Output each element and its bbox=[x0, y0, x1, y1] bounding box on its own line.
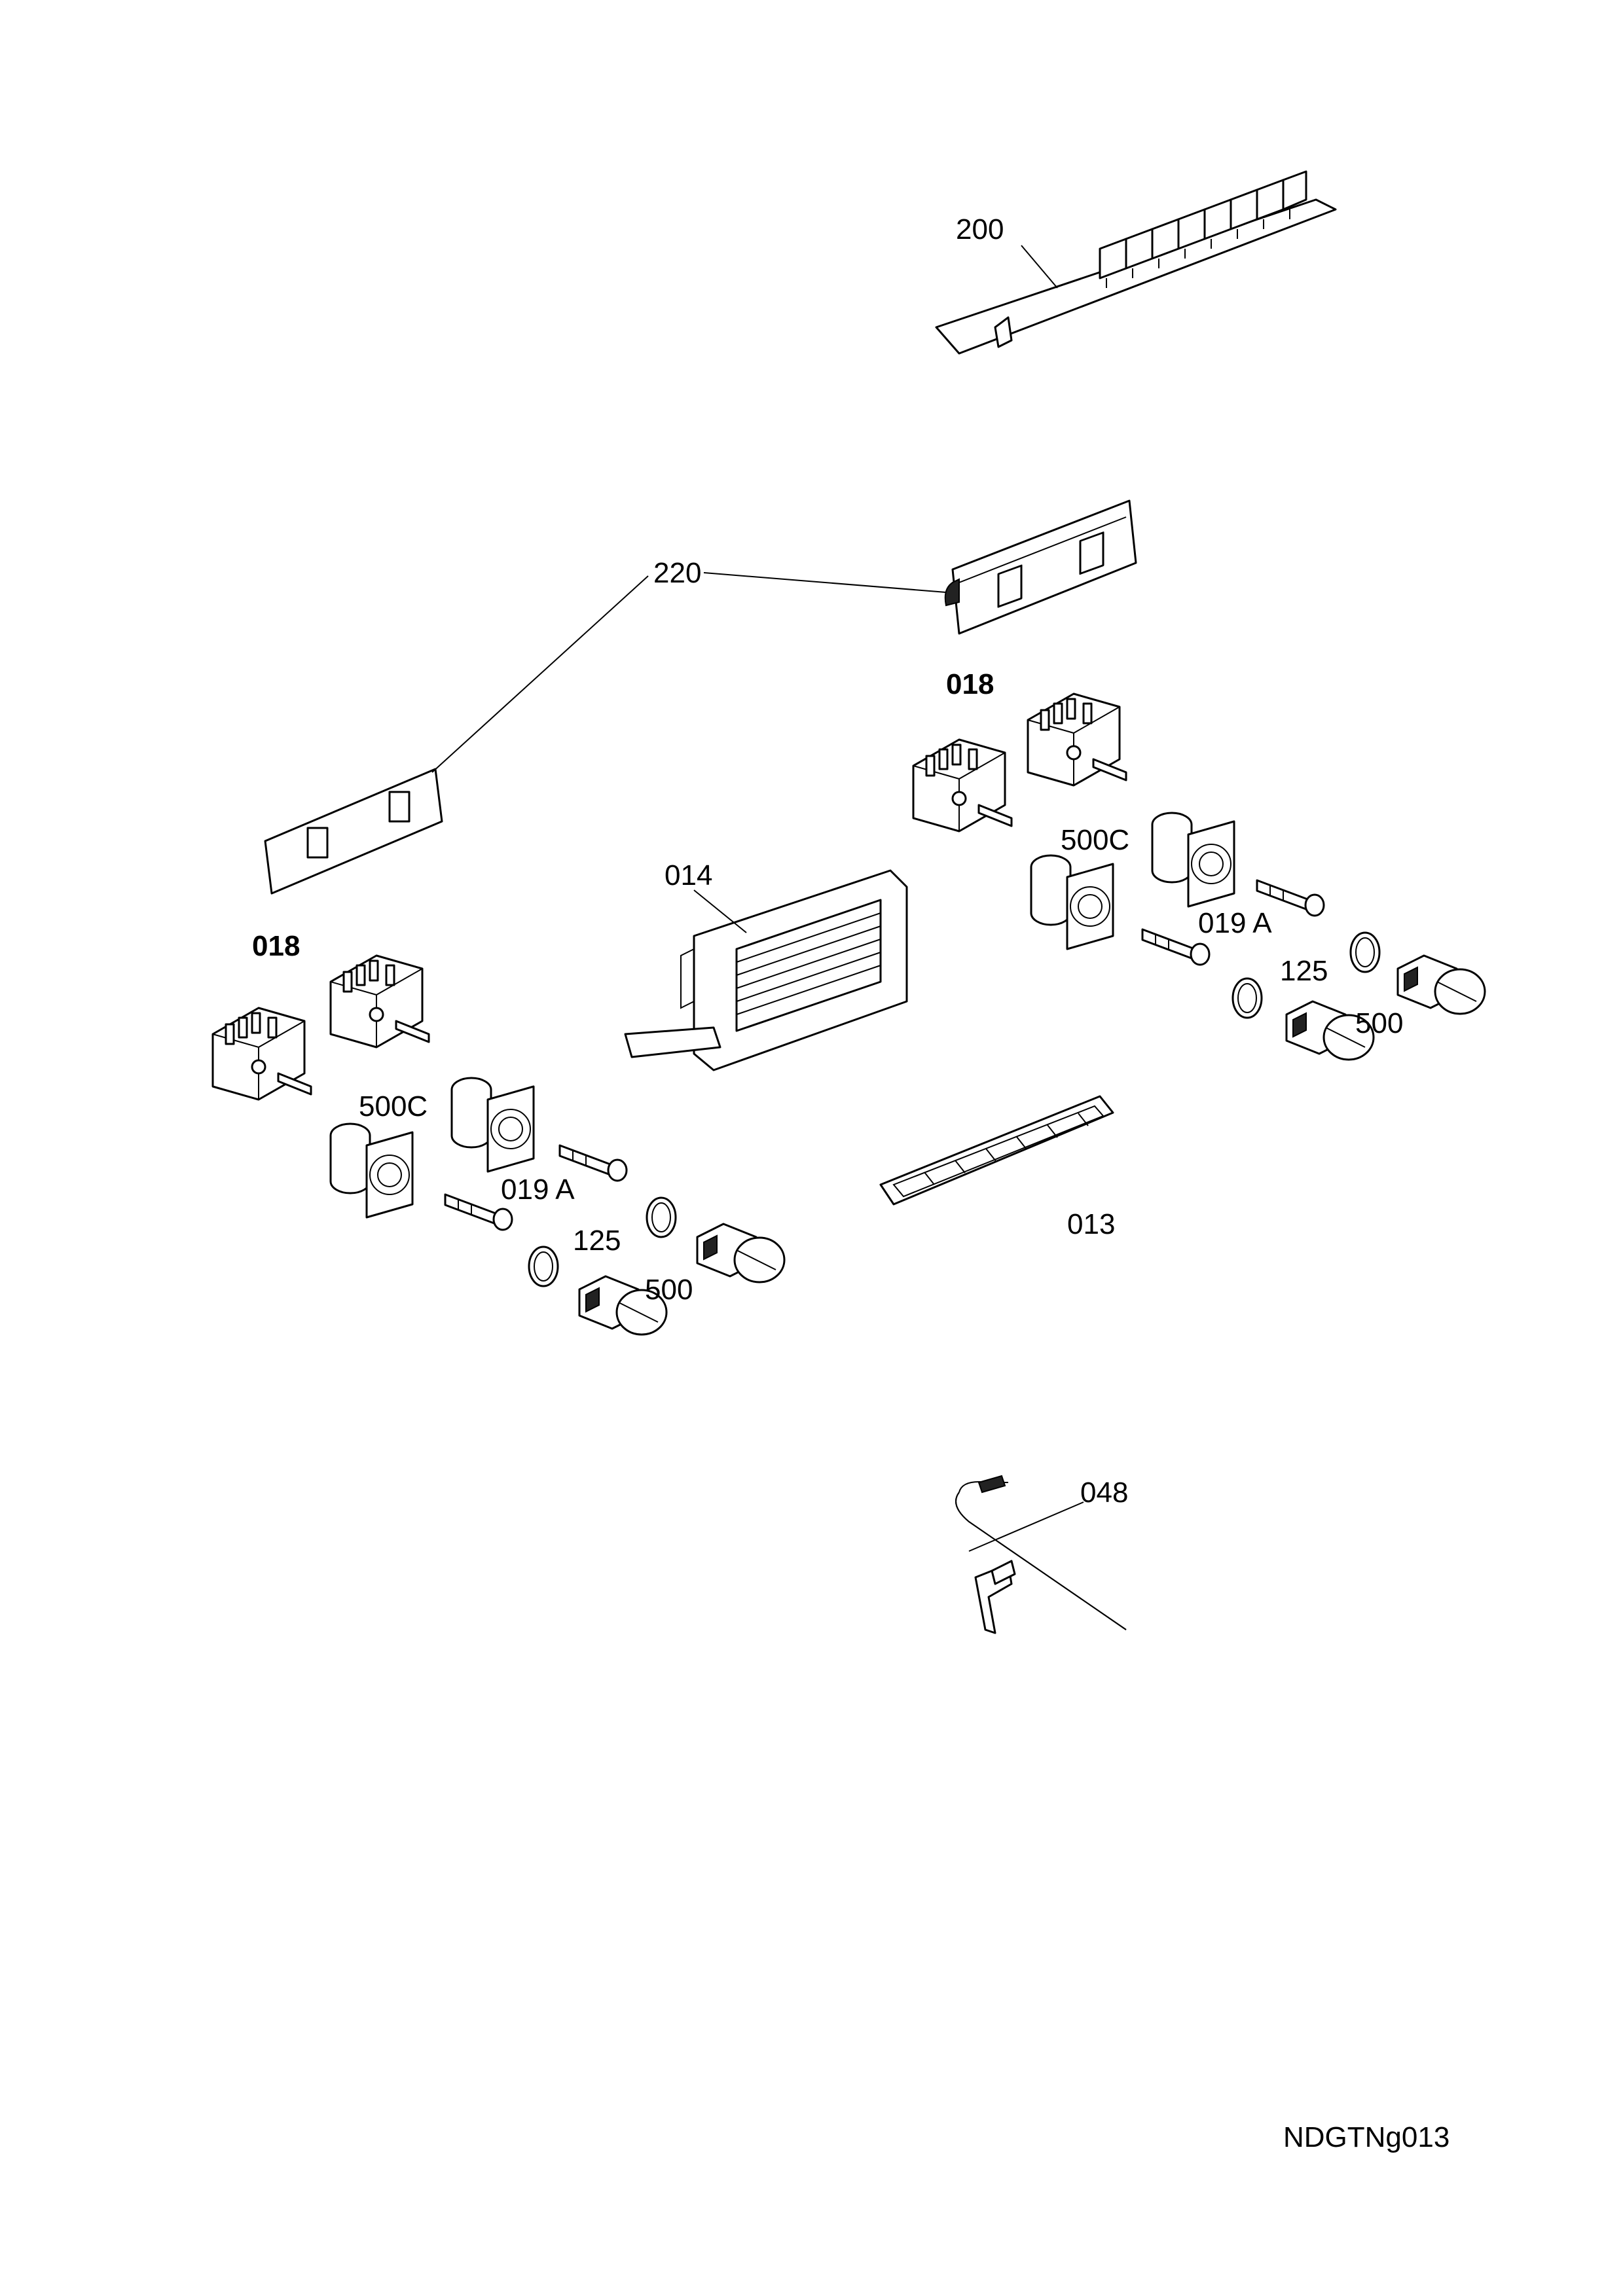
ring-125-right-a bbox=[1231, 977, 1263, 1019]
display-panel-220-right bbox=[944, 499, 1137, 635]
lamp-holder-500c-right-b bbox=[1151, 812, 1235, 908]
label-019a-left: 019 A bbox=[501, 1174, 575, 1206]
relay-board-200 bbox=[935, 170, 1337, 355]
label-019a-right: 019 A bbox=[1198, 907, 1272, 939]
label-014: 014 bbox=[665, 859, 712, 891]
label-500c-left: 500C bbox=[359, 1090, 428, 1122]
switch-018-left-b bbox=[329, 954, 430, 1049]
label-013: 013 bbox=[1067, 1208, 1115, 1240]
lamp-holder-500c-right-a bbox=[1030, 854, 1114, 950]
label-125-left: 125 bbox=[573, 1225, 621, 1257]
label-500c-right: 500C bbox=[1061, 824, 1129, 856]
label-220: 220 bbox=[653, 557, 701, 589]
label-018-right: 018 bbox=[946, 668, 994, 700]
ring-125-right-b bbox=[1349, 931, 1381, 973]
programmer-housing-014 bbox=[624, 869, 908, 1071]
knob-500-right-b bbox=[1396, 954, 1486, 1015]
reference-code: NDGTNg013 bbox=[1283, 2121, 1450, 2153]
ring-125-left-a bbox=[528, 1246, 559, 1287]
display-panel-220-left bbox=[264, 768, 443, 895]
switch-018-right-b bbox=[1027, 692, 1127, 787]
switch-018-right-a bbox=[912, 738, 1013, 833]
label-500-left: 500 bbox=[645, 1274, 693, 1306]
lamp-holder-500c-left-b bbox=[450, 1077, 535, 1173]
label-500-right: 500 bbox=[1355, 1007, 1403, 1039]
fascia-window-013 bbox=[879, 1095, 1114, 1206]
lamp-holder-500c-left-a bbox=[329, 1122, 414, 1219]
knob-500-left-b bbox=[696, 1223, 786, 1283]
label-018-left: 018 bbox=[252, 930, 300, 962]
switch-018-left-a bbox=[211, 1007, 312, 1101]
label-200: 200 bbox=[956, 213, 1004, 245]
label-125-right: 125 bbox=[1280, 955, 1328, 987]
label-048: 048 bbox=[1080, 1477, 1128, 1509]
ring-125-left-b bbox=[646, 1196, 677, 1238]
probe-cable-048 bbox=[955, 1475, 1127, 1634]
